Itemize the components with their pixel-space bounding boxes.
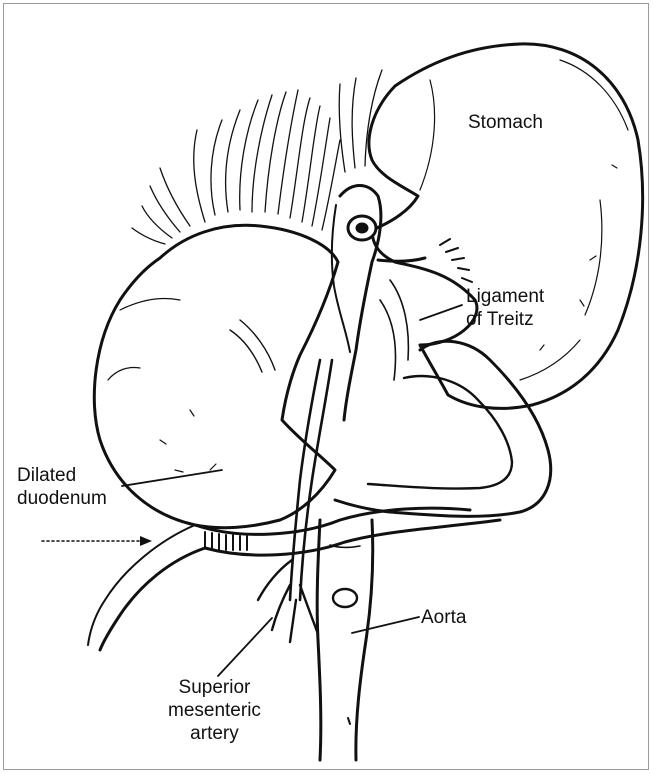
leader-aorta xyxy=(352,617,419,633)
label-superior-mesenteric-artery: Superior mesenteric artery xyxy=(168,676,261,745)
duodenum-shape xyxy=(94,225,338,527)
leader-ligament xyxy=(420,305,462,320)
leader-sma xyxy=(218,618,272,676)
label-stomach: Stomach xyxy=(468,111,543,134)
aorta-shape xyxy=(317,520,373,760)
dotted-arrow xyxy=(42,536,152,546)
lower-bowel-tail xyxy=(88,525,205,650)
label-sma-line2: mesenteric xyxy=(168,699,261,722)
label-sma-line3: artery xyxy=(168,722,261,745)
label-duodenum-line1: Dilated xyxy=(17,464,107,487)
label-dilated-duodenum: Dilated duodenum xyxy=(17,464,107,510)
label-aorta: Aorta xyxy=(421,606,466,629)
label-ligament-line1: Ligament xyxy=(466,285,544,308)
label-aorta-text: Aorta xyxy=(421,606,466,629)
mesentery-fringe xyxy=(132,70,382,244)
label-ligament-of-treitz: Ligament of Treitz xyxy=(466,285,544,331)
label-duodenum-line2: duodenum xyxy=(17,487,107,510)
label-ligament-line2: of Treitz xyxy=(466,308,544,331)
stomach-shape xyxy=(369,44,643,408)
label-stomach-text: Stomach xyxy=(468,111,543,134)
label-sma-line1: Superior xyxy=(168,676,261,699)
